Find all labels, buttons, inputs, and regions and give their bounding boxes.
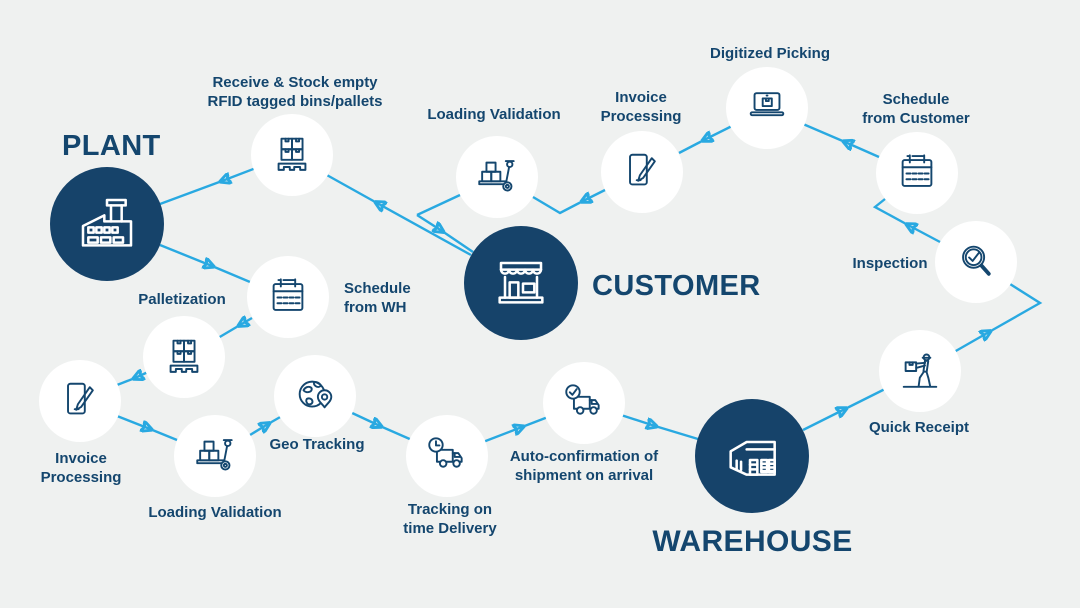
digitized-picking-label: Digitized Picking [709, 45, 830, 62]
arrow-inspection-to-schedule-customer [872, 198, 941, 244]
pallet-boxes-icon [161, 334, 207, 380]
warehouse-node [695, 399, 809, 513]
loading-validation-top-node [456, 136, 538, 218]
pallet-truck-icon [474, 154, 520, 200]
loading-validation-bottom-node [174, 415, 256, 497]
tracking-delivery-node [406, 415, 488, 497]
palletization-label: Palletization [138, 291, 226, 308]
storefront-icon [489, 251, 553, 315]
arrow-geo-tracking-to-tracking-delivery [349, 410, 413, 442]
invoice-processing-top-label: Invoice Processing [600, 89, 682, 125]
invoice-processing-top-node [601, 131, 683, 213]
receive-stock-label: Receive & Stock empty RFID tagged bins/p… [207, 74, 383, 110]
arrow-warehouse-to-quick-receipt [802, 387, 886, 432]
arrow-tracking-delivery-to-auto-confirmation [482, 415, 549, 444]
geo-tracking-label: Geo Tracking [269, 436, 365, 453]
auto-confirmation-label: Auto-confirmation of shipment on arrival [509, 448, 659, 484]
customer-node [464, 226, 578, 340]
factory-icon [75, 192, 139, 256]
truck-clock-icon [424, 433, 470, 479]
globe-pin-icon [292, 373, 338, 419]
arrow-loading-validation-bottom-to-geo-tracking [249, 414, 283, 437]
tablet-pen-icon [57, 378, 103, 424]
schedule-customer-node [876, 132, 958, 214]
digitized-picking-node [726, 67, 808, 149]
worker-box-icon [897, 348, 943, 394]
arrow-invoice-processing-top-to-loading-validation-top [532, 188, 606, 215]
customer-label: CUSTOMER [592, 270, 761, 302]
inspection-node [935, 221, 1017, 303]
inspection-label: Inspection [852, 255, 928, 272]
invoice-processing-bottom-node [39, 360, 121, 442]
arrow-quick-receipt-to-inspection [953, 282, 1043, 354]
schedule-customer-label: Schedule from Customer [862, 91, 970, 127]
warehouse-icon [720, 424, 784, 488]
pallet-truck-icon [192, 433, 238, 479]
palletization-node [143, 316, 225, 398]
loading-validation-bottom-label: Loading Validation [148, 504, 282, 521]
auto-confirmation-node [543, 362, 625, 444]
plant-node [50, 167, 164, 281]
tracking-delivery-label: Tracking on time Delivery [403, 501, 497, 537]
pallet-boxes-icon [269, 132, 315, 178]
arrow-digitized-picking-to-invoice-processing-top [678, 124, 733, 155]
quick-receipt-node [879, 330, 961, 412]
receive-stock-node [251, 114, 333, 196]
arrow-schedule-wh-to-palletization [217, 318, 253, 340]
arrow-palletization-to-invoice-processing-bottom [116, 372, 149, 387]
arrow-invoice-processing-bottom-to-loading-validation-bottom [116, 414, 178, 442]
geo-tracking-node [274, 355, 356, 437]
loading-validation-top-label: Loading Validation [427, 106, 561, 123]
warehouse-label: WAREHOUSE [652, 525, 853, 558]
plant-label: PLANT [62, 130, 161, 162]
tablet-pen-icon [619, 149, 665, 195]
invoice-processing-bottom-label: Invoice Processing [40, 450, 122, 486]
schedule-wh-label: Schedule from WH [344, 280, 411, 316]
laptop-box-icon [744, 85, 790, 131]
calendar-icon [265, 274, 311, 320]
arrow-auto-confirmation-to-warehouse [620, 413, 699, 441]
quick-receipt-label: Quick Receipt [868, 419, 970, 436]
arrow-plant-to-schedule-wh [159, 243, 251, 284]
schedule-wh-node [247, 256, 329, 338]
arrow-schedule-customer-to-digitized-picking [802, 122, 880, 159]
arrow-customer-to-receive-stock [324, 172, 472, 257]
calendar-icon [894, 150, 940, 196]
truck-check-icon [561, 380, 607, 426]
arrow-loading-validation-top-to-customer [416, 193, 474, 253]
arrow-receive-stock-to-plant [159, 166, 257, 206]
